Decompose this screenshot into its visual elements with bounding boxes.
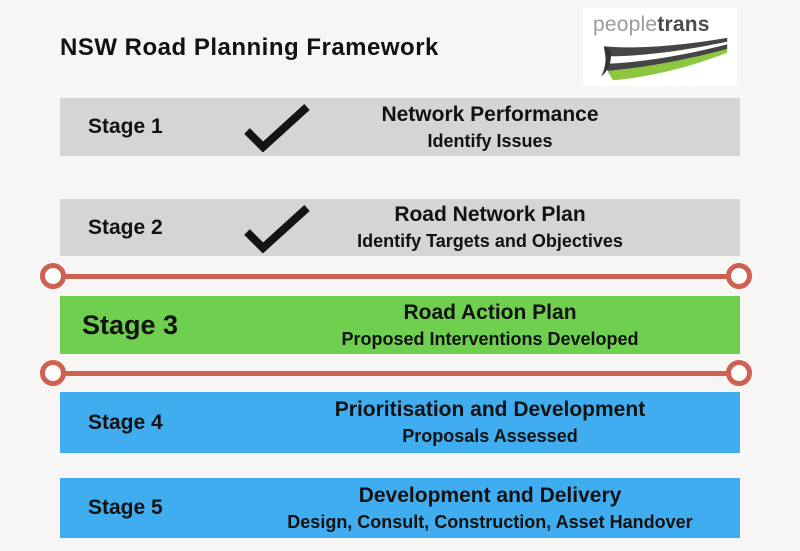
logo-word-people: people	[593, 13, 658, 36]
connector-right-node-icon	[726, 360, 752, 386]
check-icon	[244, 104, 310, 152]
stage-5-texts: Development and Delivery Design, Consult…	[240, 478, 740, 538]
stage-2-label: Stage 2	[88, 215, 163, 239]
stage-5-subtitle: Design, Consult, Construction, Asset Han…	[287, 511, 693, 532]
stage-1-subtitle: Identify Issues	[427, 130, 553, 151]
stage-5-bar: Stage 5 Development and Delivery Design,…	[60, 478, 740, 538]
peopletrans-logo: peopletrans	[583, 8, 737, 86]
stage-4-subtitle: Proposals Assessed	[402, 426, 578, 446]
stage-1-title: Network Performance	[381, 102, 599, 126]
stage-4-title: Prioritisation and Development	[334, 398, 646, 421]
logo-wordmark: peopletrans	[593, 14, 729, 36]
stage-3-label: Stage 3	[82, 309, 179, 340]
check-icon	[244, 204, 310, 253]
connector-left-node-icon	[40, 360, 66, 386]
stage-3-subtitle: Proposed Interventions Developed	[341, 328, 639, 349]
road-swoosh-icon	[601, 37, 728, 81]
stage-1-bar: Stage 1 Network Performance Identify Iss…	[60, 98, 740, 156]
connector-line	[53, 273, 738, 279]
stage-2-checkmark	[232, 199, 322, 256]
stage-1-checkmark	[232, 98, 322, 156]
stage-2-title: Road Network Plan	[394, 203, 586, 226]
stage-5-title: Development and Delivery	[358, 483, 622, 507]
stage-2-subtitle: Identify Targets and Objectives	[357, 231, 623, 251]
stage-4-bar: Stage 4 Prioritisation and Development P…	[60, 392, 740, 453]
stage-1-label: Stage 1	[88, 115, 163, 138]
logo-word-trans: trans	[657, 13, 710, 36]
stage-3-title: Road Action Plan	[403, 300, 577, 324]
page-title: NSW Road Planning Framework	[60, 34, 439, 61]
stage-4-label: Stage 4	[88, 410, 163, 434]
stage-3-texts: Road Action Plan Proposed Interventions …	[240, 296, 740, 354]
stage-4-texts: Prioritisation and Development Proposals…	[240, 392, 740, 453]
stage-5-label: Stage 5	[88, 496, 163, 519]
stage-2-bar: Stage 2 Road Network Plan Identify Targe…	[60, 199, 740, 256]
stage-2-texts: Road Network Plan Identify Targets and O…	[240, 199, 740, 256]
connector-left-node-icon	[40, 263, 66, 289]
stage-1-texts: Network Performance Identify Issues	[240, 98, 740, 156]
connector-above-stage-3	[40, 263, 752, 289]
connector-right-node-icon	[726, 263, 752, 289]
connector-below-stage-3	[40, 360, 752, 386]
stage-3-bar: Stage 3 Road Action Plan Proposed Interv…	[60, 296, 740, 354]
connector-line	[53, 370, 738, 376]
